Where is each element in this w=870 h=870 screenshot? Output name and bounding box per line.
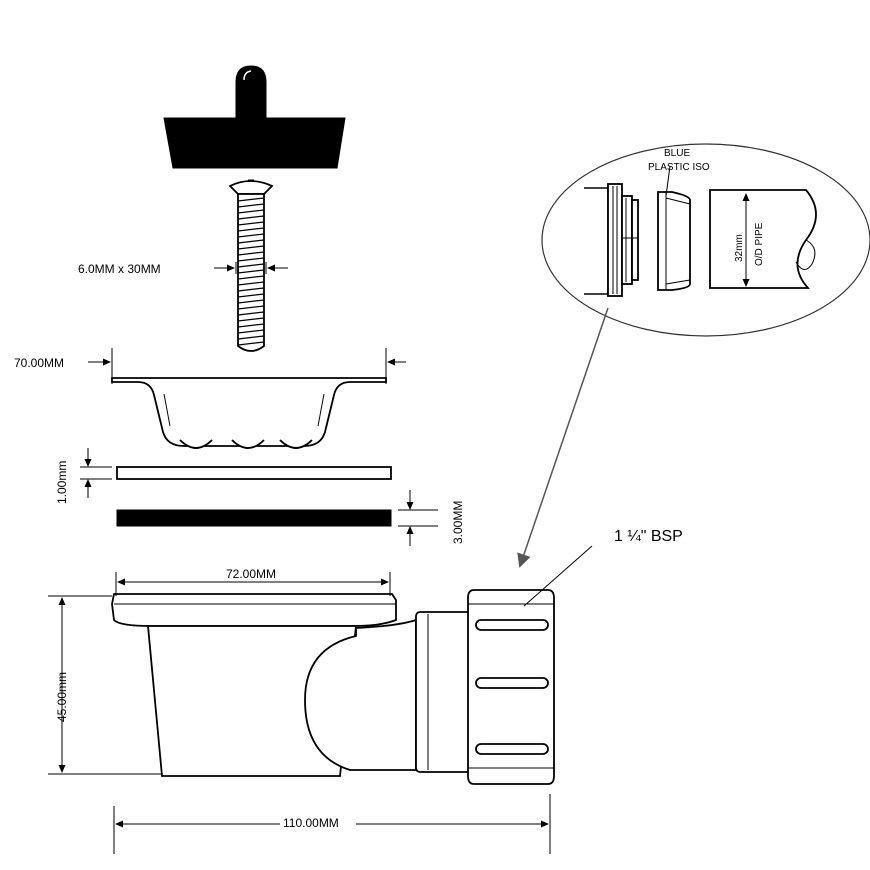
thread-line xyxy=(237,275,265,280)
body-height-label: 45.00mm xyxy=(55,672,69,722)
plug-body xyxy=(163,117,346,169)
overall-width-label: 110.00MM xyxy=(283,816,339,830)
thin-washer-dimension: 1.00mm xyxy=(55,448,112,504)
screw-size-label: 6.0MM x 30MM xyxy=(78,262,161,276)
body-height-dimension: 45.00mm xyxy=(48,595,162,775)
screw-head xyxy=(228,180,274,195)
thread-line xyxy=(237,215,265,220)
thread-line xyxy=(237,335,265,340)
thin-washer xyxy=(116,466,392,480)
plug-highlight xyxy=(243,70,252,81)
thread-line xyxy=(237,221,265,226)
thread-line xyxy=(237,239,265,244)
body-top-dimension: 72.00MM xyxy=(115,567,391,596)
overall-width-dimension: 110.00MM xyxy=(113,794,551,854)
thread-line xyxy=(237,311,265,316)
body-cone xyxy=(147,625,358,777)
strainer-bowl xyxy=(111,377,387,447)
thread-line xyxy=(237,245,265,250)
strainer-bump-1 xyxy=(179,439,213,449)
inset-pointer xyxy=(517,307,609,568)
thread-line xyxy=(237,323,265,328)
strainer xyxy=(111,377,387,449)
inset-pipe-type-label: O/D PIPE xyxy=(754,222,765,266)
strainer-dimension: 70.00MM xyxy=(14,348,406,384)
thread-line xyxy=(237,233,265,238)
body-flange xyxy=(111,593,397,627)
screw-shaft xyxy=(237,193,265,352)
thread-line xyxy=(237,293,265,298)
waste-body xyxy=(111,589,555,785)
strainer-width-label: 70.00MM xyxy=(14,356,64,370)
strainer-bump-2 xyxy=(231,439,265,449)
thick-washer-label: 3.00MM xyxy=(451,501,465,544)
thread-line xyxy=(237,305,265,310)
thread-line xyxy=(237,287,265,292)
inset-iso-label: PLASTIC ISO xyxy=(648,162,710,173)
inset-pipe-size-label: 32mm xyxy=(734,234,745,262)
thread-line xyxy=(237,329,265,334)
inset-spigot xyxy=(584,183,639,297)
thin-washer-label: 1.00mm xyxy=(55,461,69,504)
nut-grip-2 xyxy=(475,677,549,689)
nut-grip-3 xyxy=(475,743,549,755)
inset-blue-label: BLUE xyxy=(664,148,690,159)
body-elbow xyxy=(304,618,417,771)
body-collar xyxy=(415,611,473,773)
thread-line xyxy=(237,203,265,208)
thread-line xyxy=(237,341,265,346)
screw-dimension: 6.0MM x 30MM xyxy=(78,262,288,276)
detail-inset: BLUE PLASTIC ISO 32mm O/D PIPE xyxy=(517,143,870,568)
body-top-width-label: 72.00MM xyxy=(226,567,276,581)
thread-line xyxy=(237,257,265,262)
thread-line xyxy=(237,269,265,274)
inset-pipe: 32mm O/D PIPE xyxy=(709,189,817,289)
thread-line xyxy=(237,299,265,304)
strainer-bump-3 xyxy=(279,439,313,449)
thick-washer-dimension: 3.00MM xyxy=(398,490,465,546)
plug-knob xyxy=(235,65,267,119)
thread-line xyxy=(237,209,265,214)
thread-label: 1 ¼" BSP xyxy=(614,528,683,545)
thread-line xyxy=(237,281,265,286)
screw xyxy=(228,179,274,352)
thread-callout: 1 ¼" BSP xyxy=(523,528,683,607)
thread-line xyxy=(237,227,265,232)
thread-line xyxy=(237,251,265,256)
screw-thread xyxy=(237,197,265,346)
inset-iso-ring: BLUE PLASTIC ISO xyxy=(648,148,710,291)
thick-washer xyxy=(116,509,392,527)
nut-grip-1 xyxy=(475,619,549,631)
thread-line xyxy=(237,197,265,202)
thread-line xyxy=(237,263,265,268)
thread-line xyxy=(237,317,265,322)
rubber-plug xyxy=(163,65,346,169)
